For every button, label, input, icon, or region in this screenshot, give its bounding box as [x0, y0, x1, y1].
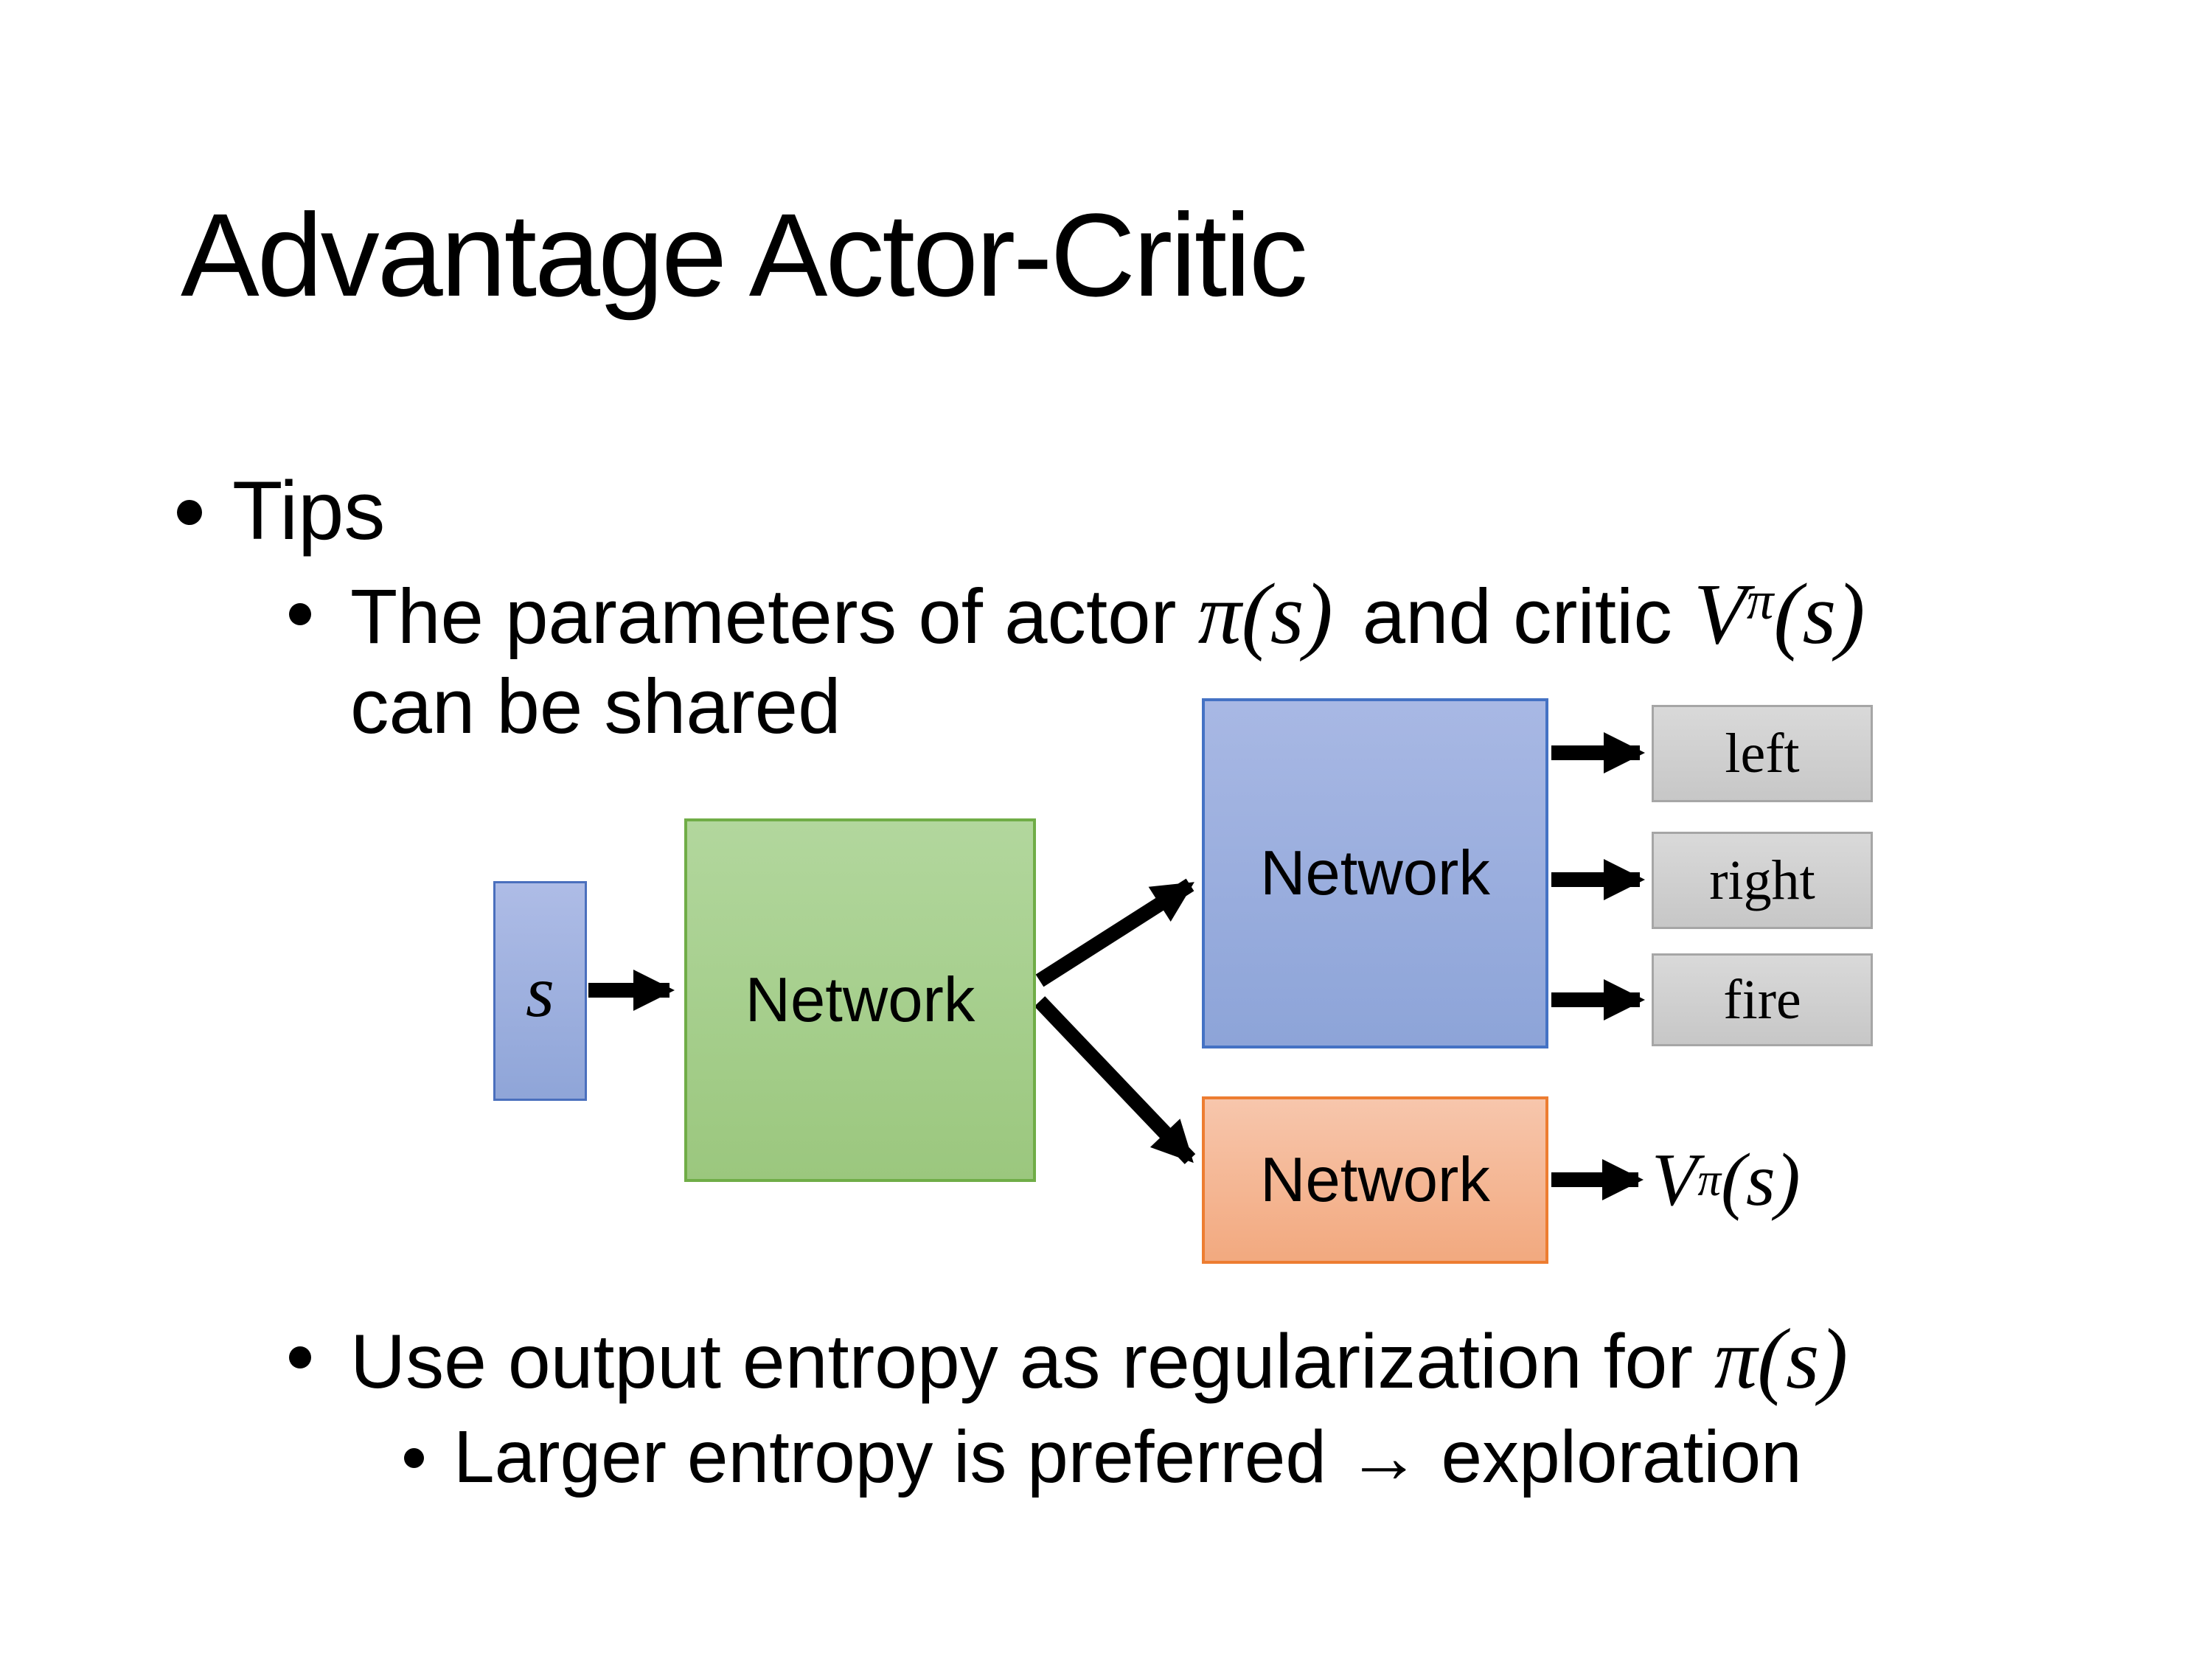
critic-value-math: Vπ(s): [1694, 566, 1865, 662]
actor-policy-math: π(s): [1197, 566, 1333, 662]
arrow-shared-to-critic-network: [1034, 996, 1196, 1164]
action-box-fire: fire: [1652, 953, 1873, 1046]
bullet-entropy: Use output entropy as regularization for…: [350, 1312, 1848, 1408]
critic-value-args: (s): [1773, 566, 1865, 662]
bullet-entropy-pre: Use output entropy as regularization for: [350, 1319, 1714, 1405]
action-label-right: right: [1709, 849, 1815, 911]
value-output-base: V: [1652, 1138, 1698, 1222]
bullet-icon: [289, 603, 311, 625]
bullet-exploration: Larger entropy is preferred → exploratio…: [453, 1416, 1802, 1498]
action-box-right: right: [1652, 832, 1873, 929]
value-output-args: (s): [1721, 1138, 1801, 1222]
bullet-params-line1: The parameters of actor π(s) and critic V…: [350, 566, 1865, 664]
arrow-shared-to-actor-network: [1035, 878, 1194, 987]
policy-math: π(s): [1714, 1312, 1848, 1407]
action-box-left: left: [1652, 705, 1873, 802]
bullet-icon: [177, 500, 202, 525]
critic-value-base: V: [1694, 566, 1747, 662]
actor-network-label: Network: [1260, 838, 1490, 908]
critic-network-box: Network: [1202, 1096, 1548, 1264]
actor-network-box: Network: [1202, 698, 1548, 1048]
action-label-left: left: [1725, 722, 1800, 785]
bullet-tips: Tips: [232, 465, 386, 557]
bullet-icon: [404, 1448, 424, 1468]
shared-network-box: Network: [684, 818, 1036, 1182]
shared-network-label: Network: [745, 964, 975, 1035]
critic-value-sup: π: [1746, 571, 1774, 631]
critic-network-label: Network: [1260, 1144, 1490, 1215]
page-title: Advantage Actor-Critic: [181, 189, 1308, 321]
bullet-icon: [289, 1346, 311, 1368]
bullet-params-line2: can be shared: [350, 664, 841, 750]
state-label: s: [526, 950, 554, 1032]
action-label-fire: fire: [1723, 968, 1801, 1031]
bullet-params-mid: and critic: [1362, 574, 1694, 660]
bullet-params-pre: The parameters of actor: [350, 574, 1198, 660]
state-box: s: [493, 881, 587, 1101]
